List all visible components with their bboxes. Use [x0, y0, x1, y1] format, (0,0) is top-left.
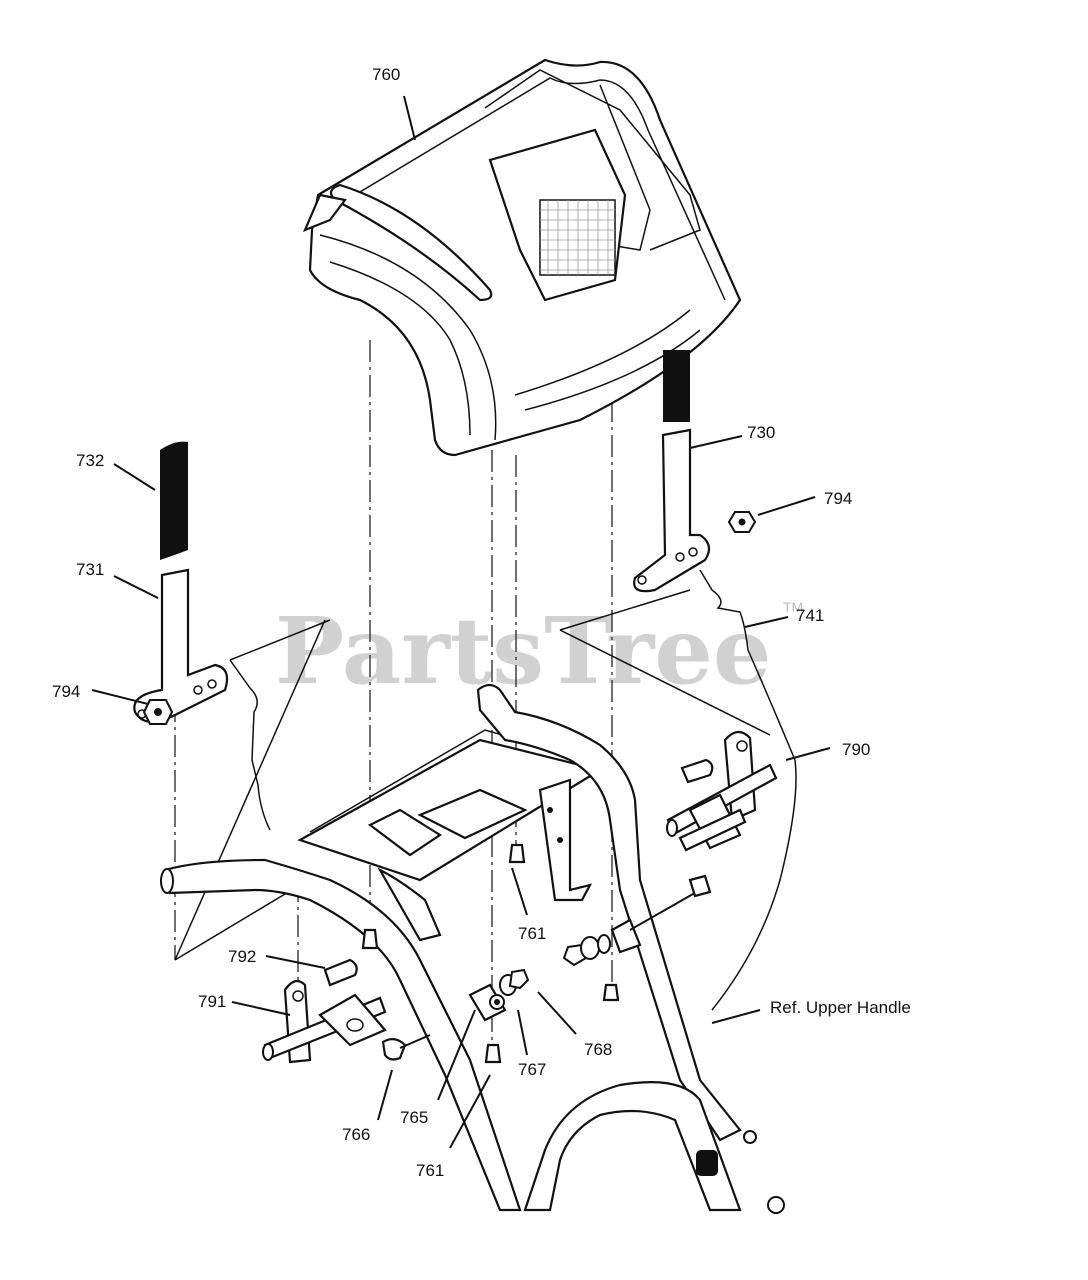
- callout-760: 760: [372, 65, 400, 84]
- callout-794-left: 794: [52, 682, 80, 701]
- left-lever-part: [133, 568, 271, 831]
- decal-right: [663, 350, 690, 422]
- watermark-brand: PartsTree: [275, 597, 771, 705]
- callout-731: 731: [76, 560, 104, 579]
- callout-766: 766: [342, 1125, 370, 1144]
- hardware-parts: [361, 843, 712, 1064]
- callout-730: 730: [747, 423, 775, 442]
- callout-741: 741: [796, 606, 824, 625]
- callout-792: 792: [228, 947, 256, 966]
- watermark: PartsTree TM: [275, 597, 803, 705]
- phantom-lines: [174, 589, 771, 961]
- right-shaft-part: [666, 730, 778, 852]
- left-shaft-part: [262, 958, 387, 1064]
- watermark-trademark: TM: [783, 599, 803, 615]
- shroud-part: [302, 58, 742, 457]
- callout-765: 765: [400, 1108, 428, 1127]
- reference-note: Ref. Upper Handle: [770, 998, 911, 1017]
- callout-labels: 760 730 732 794 731 741 794 790 761 792 …: [52, 65, 911, 1180]
- callout-790: 790: [842, 740, 870, 759]
- mounting-plate-part: [297, 729, 603, 942]
- callout-768: 768: [584, 1040, 612, 1059]
- callout-794-right: 794: [824, 489, 852, 508]
- callout-791: 791: [198, 992, 226, 1011]
- callout-732: 732: [76, 451, 104, 470]
- right-lever-part: [633, 428, 797, 1011]
- decal-left: [160, 441, 188, 560]
- callout-761-upper: 761: [518, 924, 546, 943]
- callout-leaders: [91, 95, 831, 1149]
- callout-761-lower: 761: [416, 1161, 444, 1180]
- handle-tube-part: [160, 683, 785, 1214]
- callout-767: 767: [518, 1060, 546, 1079]
